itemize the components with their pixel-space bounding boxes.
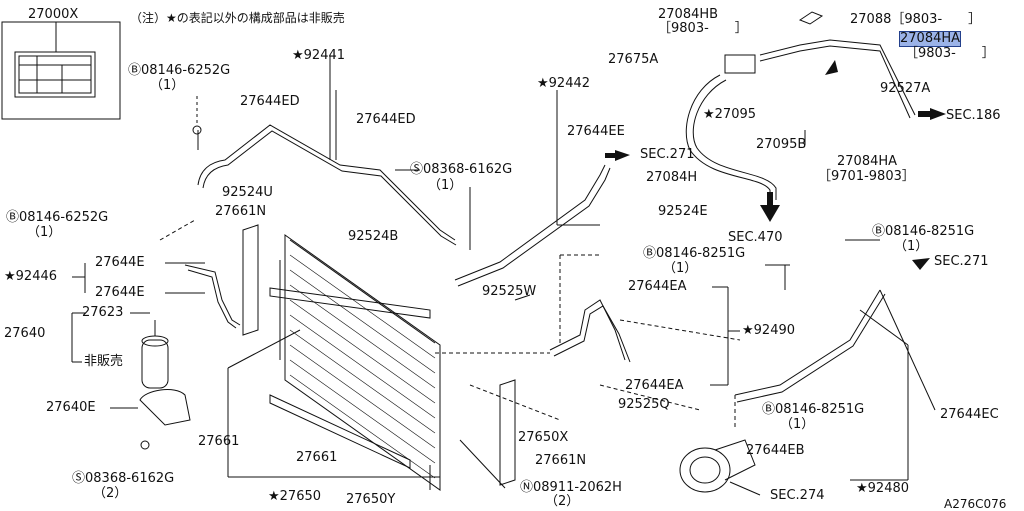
condenser-27650 (284, 234, 441, 491)
part-27644EB: 27644EB (746, 443, 805, 458)
sec-186[interactable]: SEC.186 (946, 108, 1001, 123)
label-plate-icon (14, 51, 96, 98)
compressor-icon (679, 447, 731, 493)
part-27644EA-a: 27644EA (628, 279, 687, 294)
not-for-sale-label: 非販売 (84, 354, 124, 369)
part-27650Y: 27650Y (346, 492, 396, 507)
part-92441: ★92441 (292, 48, 346, 63)
part-27095: ★27095 (703, 107, 757, 122)
qty-08146-8251G-low: （1） (780, 417, 815, 432)
part-27644ED-a: 27644ED (240, 94, 300, 109)
date-27084HA-bot: ［9701-9803］ (818, 169, 915, 184)
pipe-27644EE (454, 164, 606, 281)
note-text: （注）★の表記以外の構成部品は非販売 (130, 11, 345, 25)
arrow-27088 (825, 60, 838, 75)
part-27644E-a: 27644E (95, 255, 145, 270)
part-27623: 27623 (82, 305, 124, 320)
part-92524U: 92524U (222, 185, 273, 200)
part-27661-b: 27661 (296, 450, 338, 465)
part-27650: ★27650 (268, 489, 322, 504)
part-27661N-bot: 27661N (535, 453, 587, 468)
part-08146-8251G-right: Ⓑ08146-8251G (872, 224, 975, 239)
part-27000X: 27000X (28, 7, 79, 22)
arrow-sec470 (760, 205, 780, 222)
receiver-drier-27640 (141, 339, 169, 389)
part-27644ED-b: 27644ED (356, 112, 416, 127)
part-08911-2062H: Ⓝ08911-2062H (520, 480, 622, 495)
sec-470[interactable]: SEC.470 (728, 230, 783, 245)
arrow-sec271-a (615, 150, 630, 161)
seal-strip-27661-a (269, 287, 431, 319)
part-08368-6162G-top: Ⓢ08368-6162G (410, 162, 513, 177)
part-92524E: 92524E (658, 204, 708, 219)
part-27640: 27640 (4, 326, 46, 341)
part-27661-a: 27661 (198, 434, 240, 449)
inset-frame (1, 21, 121, 120)
pipe-27644EA (549, 299, 626, 361)
part-92525Q: 92525Q (618, 397, 670, 412)
date-27084HB: ［9803- ］ (658, 21, 748, 36)
bolt-icon (192, 125, 202, 135)
part-27650X: 27650X (518, 430, 569, 445)
part-27675A: 27675A (608, 52, 659, 67)
seal-strip-27661-b (269, 394, 411, 469)
part-27644E-b: 27644E (95, 285, 145, 300)
sec-274[interactable]: SEC.274 (770, 488, 825, 503)
part-92446: ★92446 (4, 269, 58, 284)
part-27084HA-top-highlighted[interactable]: 27084HA (898, 31, 962, 47)
part-27644EC: 27644EC (940, 407, 999, 422)
hose-27084H (685, 74, 771, 200)
qty-08146-8251G-right: （1） (894, 239, 929, 254)
sec-271-a[interactable]: SEC.271 (640, 147, 695, 162)
part-27640E: 27640E (46, 400, 96, 415)
qty-08146-6252G-mid: （1） (27, 225, 62, 240)
vacuum-tank-27675A (724, 54, 756, 74)
part-27088: 27088［9803- ］ (850, 12, 982, 27)
part-08146-8251G-mid: Ⓑ08146-8251G (643, 246, 746, 261)
part-27084H: 27084H (646, 170, 698, 185)
part-92524B: 92524B (348, 229, 399, 244)
part-27084HA-bot: 27084HA (837, 154, 898, 169)
part-27661N-top: 27661N (215, 204, 267, 219)
qty-08146-8251G-mid: （1） (663, 261, 698, 276)
pipe-27644ED (197, 124, 456, 241)
pipe-27644EC (734, 289, 881, 396)
arrow-sec186 (930, 108, 946, 120)
part-92490: ★92490 (742, 323, 796, 338)
qty-08368-6162G-bot: （2） (93, 486, 128, 501)
bracket-27640E (139, 389, 191, 426)
date-27084HA-top: ［9803- ］ (905, 46, 995, 61)
hose-27084HA (759, 39, 916, 116)
part-08146-6252G-top: Ⓑ08146-6252G (128, 63, 231, 78)
side-plate-27661N-top (242, 224, 259, 336)
part-27084HB: 27084HB (658, 7, 719, 22)
part-08146-8251G-low: Ⓑ08146-8251G (762, 402, 865, 417)
arrow-sec271-b (912, 258, 930, 270)
qty-08368-6162G-top: （1） (428, 178, 463, 193)
part-27644EA-b: 27644EA (625, 378, 684, 393)
side-plate-27661N-bottom (499, 379, 516, 486)
part-92525W: 92525W (482, 284, 537, 299)
part-92480: ★92480 (856, 481, 910, 496)
part-92527A: 92527A (880, 81, 931, 96)
part-27644EE: 27644EE (567, 124, 625, 139)
part-08368-6162G-bot: Ⓢ08368-6162G (72, 471, 175, 486)
qty-08911-2062H: （2） (545, 494, 580, 509)
pipe-27644E (184, 264, 241, 326)
part-92442: ★92442 (537, 76, 591, 91)
part-27095B: 27095B (756, 137, 807, 152)
diagram-code: A276C076 (944, 497, 1007, 511)
part-08146-6252G-mid: Ⓑ08146-6252G (6, 210, 109, 225)
qty-08146-6252G-top: （1） (150, 78, 185, 93)
hose-27084HB (798, 11, 824, 25)
sec-271-b[interactable]: SEC.271 (934, 254, 989, 269)
